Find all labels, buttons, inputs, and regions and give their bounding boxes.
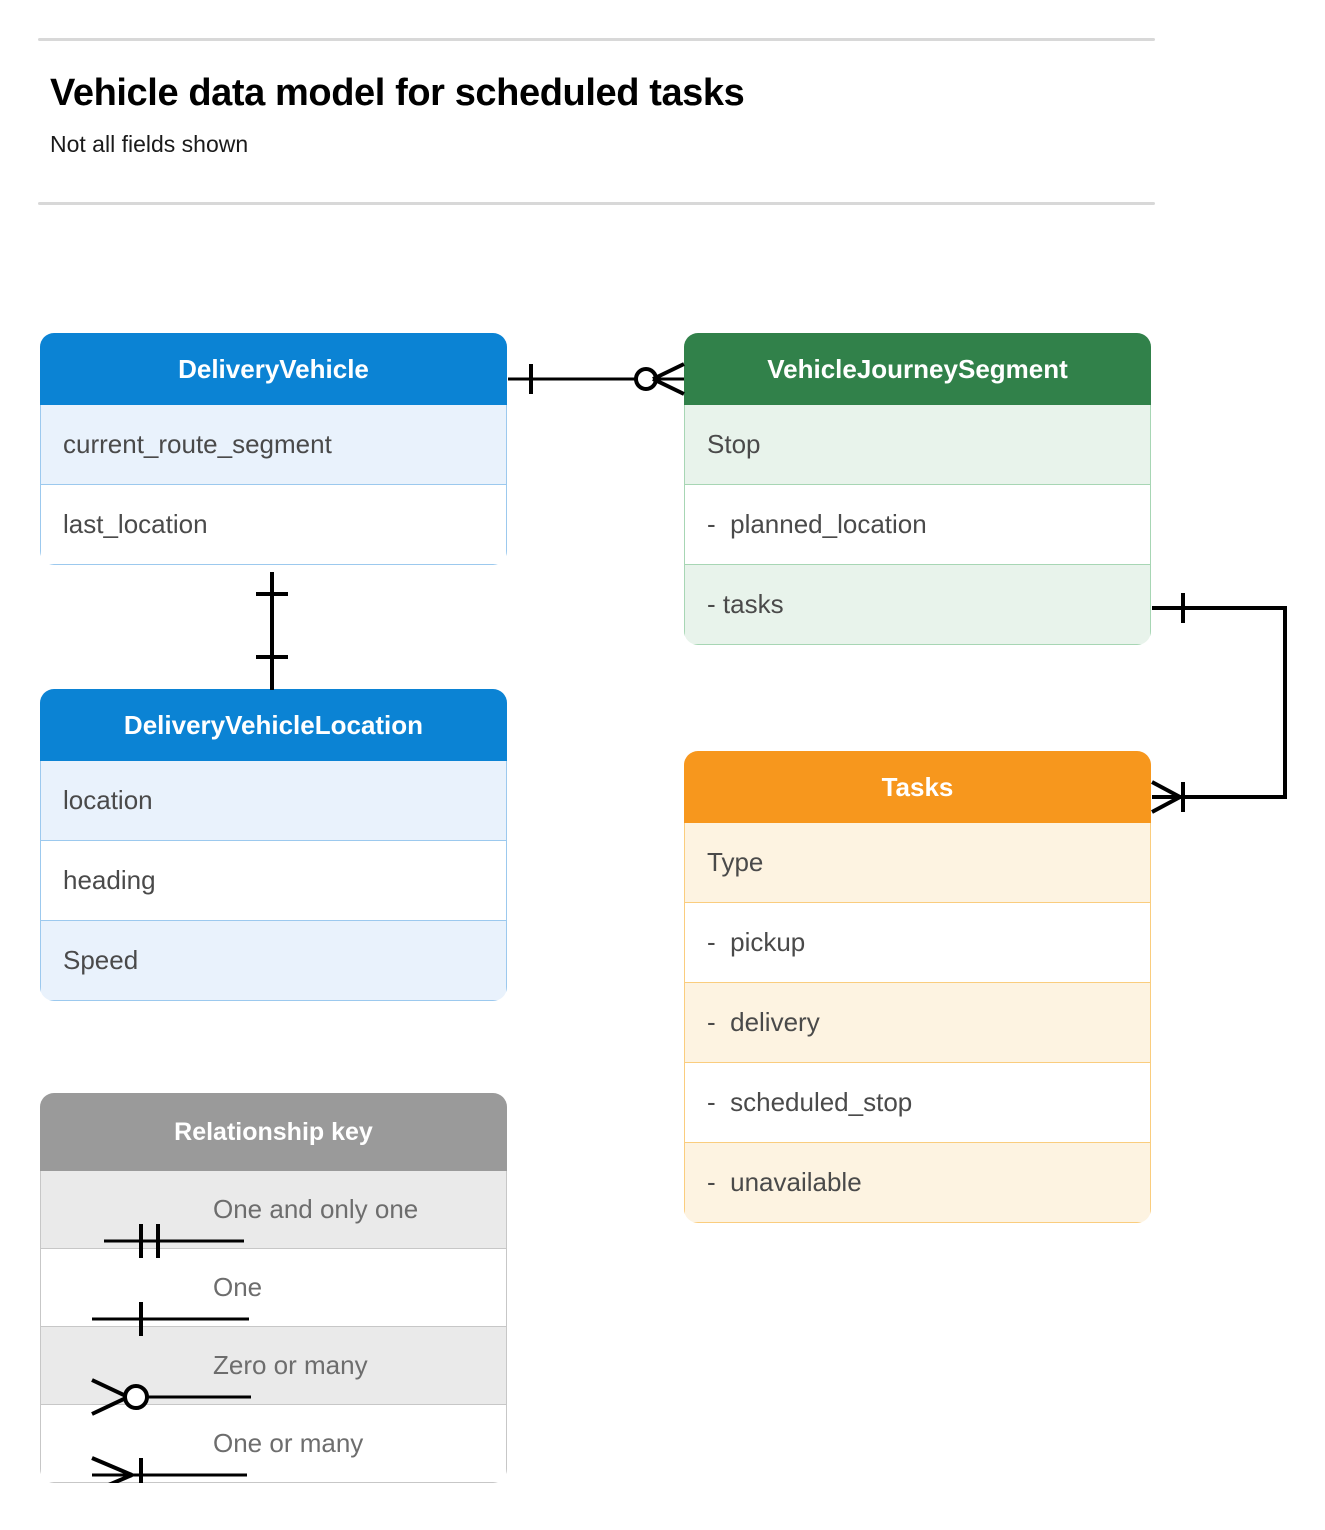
- legend-relationship-key[interactable]: Relationship key One and only one One: [40, 1093, 507, 1483]
- entity-delivery-vehicle-location[interactable]: DeliveryVehicleLocation location heading…: [40, 689, 507, 1001]
- zero-or-many-icon: [41, 1327, 252, 1416]
- entity-field-row: - delivery: [684, 983, 1151, 1063]
- entity-field-row: last_location: [40, 485, 507, 565]
- connector-deliveryvehicle-deliveryvehiclelocation: [256, 572, 288, 690]
- page-subtitle: Not all fields shown: [50, 131, 249, 157]
- entity-delivery-vehicle[interactable]: DeliveryVehicle current_route_segment la…: [40, 333, 507, 565]
- page-title: Vehicle data model for scheduled tasks: [50, 72, 745, 114]
- entity-field-row: location: [40, 761, 507, 841]
- entity-field-row: - pickup: [684, 903, 1151, 983]
- entity-delivery-vehicle-location-title: DeliveryVehicleLocation: [40, 689, 507, 761]
- entity-field-row: current_route_segment: [40, 405, 507, 485]
- entity-tasks-title: Tasks: [684, 751, 1151, 823]
- entity-vehicle-journey-segment[interactable]: VehicleJourneySegment Stop - planned_loc…: [684, 333, 1151, 645]
- entity-field-row: - unavailable: [684, 1143, 1151, 1223]
- connector-deliveryvehicle-vehiclejourneysegment: [508, 362, 685, 396]
- one-and-only-one-icon: [41, 1171, 245, 1258]
- entity-field-row: Stop: [684, 405, 1151, 485]
- legend-row-label: One: [213, 1272, 263, 1302]
- legend-row-label: One and only one: [213, 1194, 419, 1224]
- legend-title: Relationship key: [40, 1093, 507, 1171]
- header-divider-bottom: [38, 202, 1155, 205]
- entity-vehicle-journey-segment-title: VehicleJourneySegment: [684, 333, 1151, 405]
- entity-tasks[interactable]: Tasks Type - pickup - delivery - schedul…: [684, 751, 1151, 1223]
- header-divider-top: [38, 38, 1155, 41]
- entity-field-row: - planned_location: [684, 485, 1151, 565]
- one-icon: [41, 1249, 250, 1336]
- legend-row-label: Zero or many: [213, 1350, 368, 1380]
- entity-field-row: - scheduled_stop: [684, 1063, 1151, 1143]
- connector-vehiclejourneysegment-tasks: [1151, 593, 1287, 814]
- legend-row: Zero or many: [40, 1327, 507, 1416]
- legend-row: One and only one: [40, 1171, 507, 1258]
- legend-row-label: One or many: [213, 1428, 364, 1458]
- legend-row: One or many: [40, 1405, 507, 1483]
- one-or-many-icon: [41, 1405, 248, 1483]
- legend-row: One: [40, 1249, 507, 1336]
- entity-field-row: heading: [40, 841, 507, 921]
- entity-field-row: Speed: [40, 921, 507, 1001]
- entity-field-row: Type: [684, 823, 1151, 903]
- entity-delivery-vehicle-title: DeliveryVehicle: [40, 333, 507, 405]
- entity-field-row: - tasks: [684, 565, 1151, 645]
